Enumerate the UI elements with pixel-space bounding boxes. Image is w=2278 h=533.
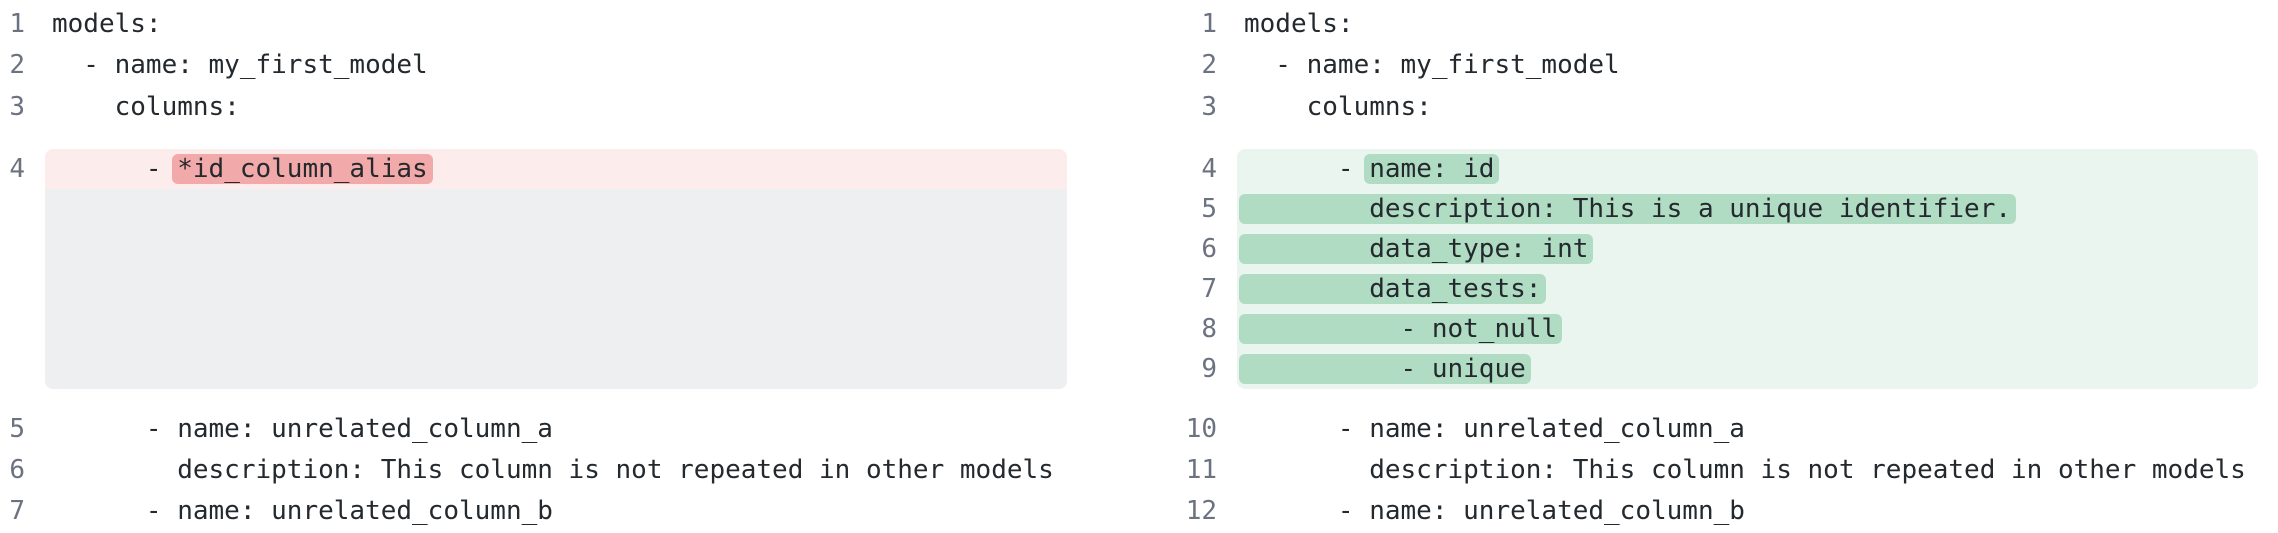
line-number: 5: [1201, 193, 1217, 224]
added-token-highlight: data_type: int: [1239, 233, 1594, 264]
code-line-content: - *id_column_alias: [45, 148, 1067, 189]
line-number: 2: [9, 50, 25, 81]
code-line-content: columns:: [1237, 87, 2258, 128]
code-text: - name: my_first_model: [1244, 50, 1620, 81]
line-number: 10: [1185, 413, 1217, 444]
line-number: 9: [1201, 353, 1217, 384]
code-line: 7 - name: unrelated_column_b: [0, 491, 1139, 532]
code-line-content: description: This is a unique identifier…: [1237, 188, 2258, 229]
code-line-content: data_type: int: [1237, 228, 2258, 269]
added-token-highlight: - unique: [1239, 353, 1531, 384]
block-gap: [0, 389, 1139, 409]
line-number: 2: [1201, 50, 1217, 81]
code-text: models:: [52, 9, 162, 39]
code-line-content: - name: unrelated_column_a: [1237, 409, 2258, 450]
code-line-content: - not_null: [1237, 308, 2258, 349]
block-gap: [1139, 128, 2278, 149]
code-line: 1 models:: [1139, 4, 2278, 45]
code-text: models:: [1244, 9, 1354, 39]
code-line: 10 - name: unrelated_column_a: [1139, 409, 2278, 450]
code-text: - name: unrelated_column_b: [1244, 496, 1745, 527]
code-line: 8 - not_null: [1139, 308, 2278, 349]
code-line: 2 - name: my_first_model: [0, 45, 1139, 86]
code-line-content: - name: unrelated_column_b: [1237, 491, 2258, 532]
code-line-content: columns:: [45, 87, 1067, 128]
code-line-content: models:: [45, 4, 1067, 45]
code-line: 12 - name: unrelated_column_b: [1139, 491, 2278, 532]
code-line: 5 description: This is a unique identifi…: [1139, 188, 2278, 229]
code-line: 2 - name: my_first_model: [1139, 45, 2278, 86]
code-line-content: - unique: [1237, 348, 2258, 389]
line-number: 3: [9, 91, 25, 122]
code-line-content: data_tests:: [1237, 268, 2258, 309]
line-number: 3: [1201, 91, 1217, 122]
code-line: 9 - unique: [1139, 348, 2278, 389]
code-text: - name: unrelated_column_a: [52, 413, 553, 444]
collapsed-filler-block: [45, 188, 1067, 389]
code-text: columns:: [52, 91, 240, 122]
code-line: 6 data_type: int: [1139, 228, 2278, 269]
code-line: 4 - name: id: [1139, 148, 2278, 189]
code-line-content: - name: unrelated_column_a: [45, 409, 1067, 450]
code-line-content: models:: [1237, 4, 2258, 45]
code-text: -: [1244, 153, 1370, 184]
line-number-spacer: [0, 189, 25, 389]
code-text: - name: unrelated_column_b: [52, 496, 553, 527]
code-line-content: description: This column is not repeated…: [1237, 450, 2258, 491]
code-text: description: This column is not repeated…: [52, 455, 1054, 486]
added-token-highlight: data_tests:: [1239, 273, 1547, 304]
code-line-content: description: This column is not repeated…: [45, 450, 1067, 491]
line-number: 7: [9, 496, 25, 527]
code-line-content: - name: my_first_model: [1237, 45, 2258, 86]
added-token-highlight: description: This is a unique identifier…: [1239, 193, 2017, 224]
line-number: 1: [9, 9, 25, 39]
block-gap: [0, 128, 1139, 149]
code-text: description: This column is not repeated…: [1244, 455, 2246, 486]
line-number: 6: [9, 455, 25, 486]
code-text: -: [52, 153, 178, 184]
block-gap: [1139, 389, 2278, 409]
code-line-content: - name: my_first_model: [45, 45, 1067, 86]
line-number: 4: [9, 153, 25, 184]
code-line: 4 - *id_column_alias: [0, 148, 1139, 189]
code-line: 5 - name: unrelated_column_a: [0, 409, 1139, 450]
code-text: columns:: [1244, 91, 1432, 122]
code-line: 3 columns:: [0, 87, 1139, 128]
code-line: 1 models:: [0, 4, 1139, 45]
line-number: 12: [1185, 496, 1217, 527]
code-line-content: - name: unrelated_column_b: [45, 491, 1067, 532]
line-number: 8: [1201, 313, 1217, 344]
code-text: - name: my_first_model: [52, 50, 428, 81]
code-text: - name: unrelated_column_a: [1244, 413, 1745, 444]
code-line: 11 description: This column is not repea…: [1139, 450, 2278, 491]
line-number: 5: [9, 413, 25, 444]
added-token-highlight: name: id: [1364, 153, 1500, 184]
code-line: 3 columns:: [1139, 87, 2278, 128]
code-line: 7 data_tests:: [1139, 268, 2278, 309]
code-line-content: - name: id: [1237, 148, 2258, 189]
removed-token-highlight: *id_column_alias: [172, 153, 433, 184]
added-token-highlight: - not_null: [1239, 313, 1563, 344]
collapsed-filler-row: [0, 188, 1139, 389]
line-number: 7: [1201, 273, 1217, 304]
line-number: 6: [1201, 233, 1217, 264]
line-number: 1: [1201, 9, 1217, 39]
line-number: 4: [1201, 153, 1217, 184]
line-number: 11: [1185, 455, 1217, 486]
code-line: 6 description: This column is not repeat…: [0, 450, 1139, 491]
